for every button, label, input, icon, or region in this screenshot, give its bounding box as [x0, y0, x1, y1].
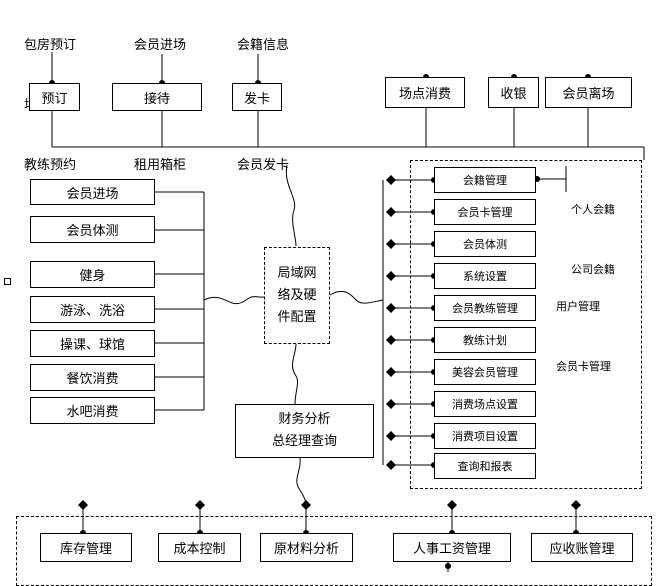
left-item-fitness[interactable]: 健身 — [30, 261, 155, 288]
user-management-note: 用户管理 会员卡管理 — [556, 257, 611, 397]
note-line: 租用箱柜 — [134, 158, 187, 173]
cashier-box[interactable]: 收银 — [488, 77, 539, 108]
note-line: 个人会籍 — [571, 203, 615, 216]
left-item-entry[interactable]: 会员进场 — [30, 179, 155, 205]
bottom-item-cost[interactable]: 成本控制 — [158, 533, 241, 562]
right-item-system[interactable]: 系统设置 — [434, 263, 536, 289]
note-line: 会籍信息 — [237, 38, 290, 53]
right-item-beauty[interactable]: 美容会员管理 — [434, 359, 536, 385]
lan-hardware-box: 局域网 络及硬 件配置 — [264, 247, 330, 344]
right-item-items-setup[interactable]: 消费项目设置 — [434, 423, 536, 449]
card-issue-box[interactable]: 发卡 — [232, 83, 282, 111]
member-leave-box[interactable]: 会员离场 — [545, 77, 632, 108]
right-item-reports[interactable]: 查询和报表 — [434, 453, 536, 479]
bottom-item-inventory[interactable]: 库存管理 — [40, 533, 132, 562]
lan-line: 件配置 — [277, 309, 317, 325]
lan-line: 络及硬 — [277, 287, 317, 303]
management-area — [410, 160, 642, 489]
marker-square — [4, 278, 11, 285]
membership-type-note: 个人会籍 公司会籍 — [571, 160, 615, 300]
finance-box[interactable]: 财务分析 总经理查询 — [235, 404, 374, 458]
venue-consume-box[interactable]: 场点消费 — [385, 77, 465, 108]
note-line: 公司会籍 — [571, 263, 615, 276]
left-item-class[interactable]: 操课、球馆 — [30, 330, 155, 357]
note-line: 会员进场 — [134, 38, 187, 53]
finance-line: 财务分析 — [278, 412, 331, 427]
bottom-item-materials[interactable]: 原材料分析 — [260, 533, 353, 562]
reception-box[interactable]: 接待 — [112, 83, 202, 111]
note-line: 会员卡管理 — [556, 360, 611, 373]
left-item-swim[interactable]: 游泳、洗浴 — [30, 296, 155, 323]
right-item-test[interactable]: 会员体测 — [434, 231, 536, 257]
left-item-dining[interactable]: 餐饮消费 — [30, 364, 155, 391]
right-item-card-mgmt[interactable]: 会员卡管理 — [434, 199, 536, 225]
bottom-item-receivable[interactable]: 应收账管理 — [531, 533, 633, 562]
note-line: 教练预约 — [24, 158, 77, 173]
note-line: 会员发卡 — [237, 158, 290, 173]
booking-box[interactable]: 预订 — [29, 83, 80, 111]
left-item-bar[interactable]: 水吧消费 — [30, 397, 155, 424]
note-line: 用户管理 — [556, 300, 600, 313]
note-line: 包房预订 — [24, 38, 77, 53]
right-item-coach[interactable]: 会员教练管理 — [434, 295, 536, 321]
bottom-item-hr-payroll[interactable]: 人事工资管理 — [393, 533, 511, 562]
right-item-membership[interactable]: 会籍管理 — [434, 167, 536, 193]
right-item-plan[interactable]: 教练计划 — [434, 327, 536, 353]
lan-line: 局域网 — [277, 265, 317, 281]
finance-line: 总经理查询 — [271, 434, 337, 449]
left-item-test[interactable]: 会员体测 — [30, 216, 155, 243]
right-item-venue-setup[interactable]: 消费场点设置 — [434, 391, 536, 417]
